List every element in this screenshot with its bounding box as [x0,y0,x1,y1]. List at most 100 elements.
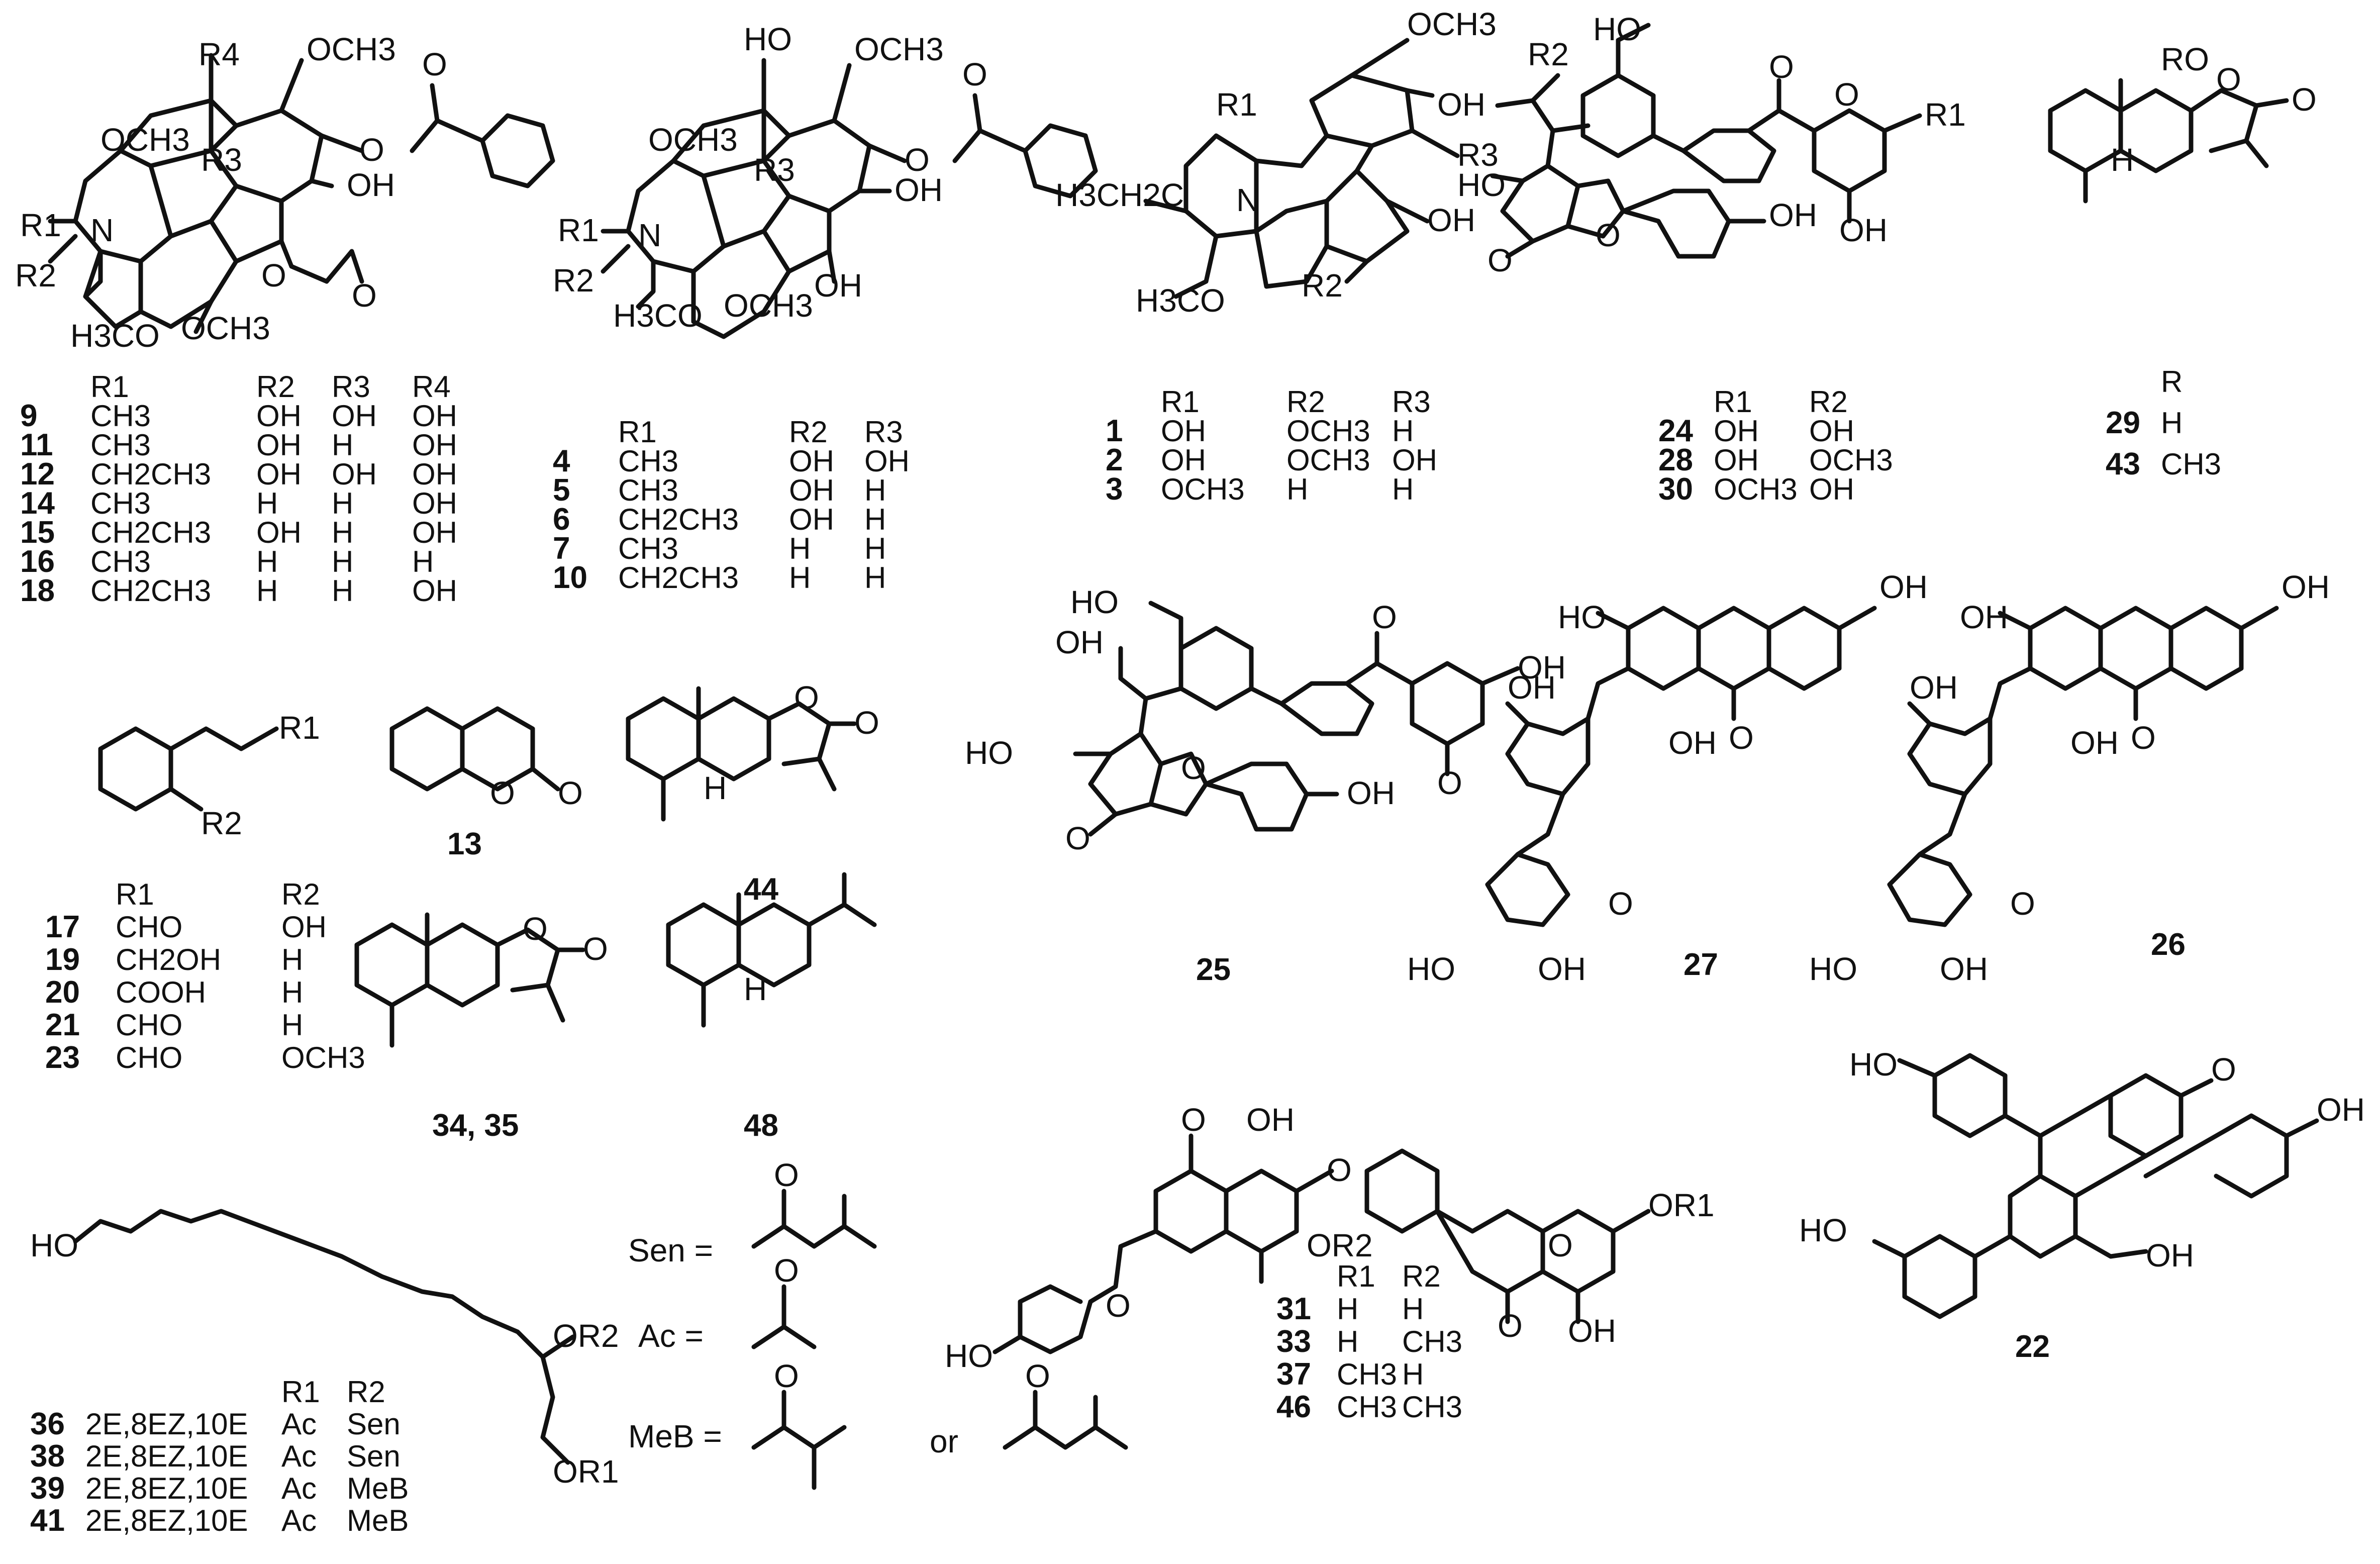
atom-oh: OH [1960,599,2008,635]
atom-ho2: HO [1407,951,1455,987]
compound-number: 5 [553,473,570,508]
atom-och3b: OCH3 [101,122,190,158]
atom-or1: OR1 [1648,1187,1715,1223]
compound-number: 11 [20,428,53,462]
structure-13-skeleton [389,706,560,792]
atom-ho: HO [1070,584,1119,620]
table-cell: CH3 [90,545,151,578]
atom-r1: R1 [20,207,61,243]
table-cell: Sen [347,1439,401,1473]
table-cell: H [789,532,811,565]
table-cell: CHO [116,1041,182,1074]
table-header: R2 [789,415,828,449]
compound-number: 19 [45,942,80,977]
atom-oh3: OH [2282,569,2330,605]
atom-och3b: OCH3 [648,122,738,158]
atom-r1: R1 [279,710,320,746]
table-cell: OH [1809,414,1854,448]
table-cell: OH [789,444,834,478]
table-cell: H [864,473,886,507]
table-cell: OH [864,444,910,478]
table-header: R3 [332,370,370,404]
label-48: 48 [744,1108,778,1143]
table-cell: H [2161,406,2183,440]
atom-oh: OH [1055,624,1104,660]
compound-number: 9 [20,399,37,433]
structure-1-skeleton [1143,38,1460,299]
structure-9-skeleton [48,53,555,334]
compound-number: 17 [45,910,80,944]
atom-oh: OH [1769,197,1817,233]
atom-ho2: HO [1799,1212,1847,1248]
table-cell: Sen [347,1407,401,1441]
compound-number: 4 [553,444,570,478]
sen-o: O [774,1157,799,1193]
atom-h3co: H3CO [70,318,160,354]
atom-ho: HO [30,1227,78,1263]
table-cell: CH2CH3 [618,503,739,536]
atom-oh2: OH [1568,1313,1616,1349]
table-cell: H [789,561,811,595]
table-cell: CH2CH3 [618,561,739,595]
atom-och3: OCH3 [307,31,396,67]
atom-o: O [905,142,930,178]
atom-o: O [1181,1102,1206,1138]
table-cell: OH [412,457,457,491]
table-cell: CHO [116,1008,182,1042]
atom-o2: O [1327,1152,1352,1188]
compound-number: 12 [20,457,55,492]
atom-oh: OH [1246,1102,1295,1138]
structure-13-atoms: O O [490,775,583,811]
table-cell: MeB [347,1504,409,1537]
atom-oh5: OH [1940,951,1988,987]
table-cell: H [332,545,353,578]
structure-26-atoms: OH OH OH O OH HO OH O [1809,569,2330,987]
structure-25-skeleton [1073,601,1520,837]
atom-o4: O [1834,76,1859,113]
atom-oh: OH [1437,86,1485,123]
table-cell: CH3 [90,399,151,433]
atom-och3: OCH3 [854,31,944,67]
table-cell: OCH3 [1714,472,1798,506]
atom-r1: R1 [1216,86,1257,123]
compound-number: 21 [45,1008,80,1042]
atom-o: O [2216,61,2241,97]
atom-ho2: HO [1457,167,1506,203]
compound-number: 14 [20,486,55,521]
table-header: R1 [1337,1259,1375,1293]
atom-r1: R1 [558,212,599,248]
table-cell: OCH3 [1286,414,1370,448]
label-22: 22 [2015,1329,2050,1364]
atom-ho2: HO [965,735,1013,771]
table-cell: CHO [116,910,182,944]
table-cell: 2E,8EZ,10E [85,1504,248,1537]
structure-36-atoms: HO OR2 OR1 [30,1227,619,1490]
atom-o: O [2211,1051,2236,1088]
table-header: R2 [1402,1259,1441,1293]
table-cell: OH [1714,414,1759,448]
table-cell: Ac [281,1439,317,1473]
structure-4-atoms: HO OCH3 OCH3 R3 OH OH R1 R2 N H3CO OCH3 … [553,21,987,334]
structure-24-atoms: HO R2 HO O O OH O R1 OH O [1457,11,1966,278]
atom-och3: OCH3 [1407,6,1497,42]
table-cell: OH [256,428,302,462]
sen-label: Sen = [628,1232,713,1268]
atom-oh2: OH [814,267,862,304]
table-header: R1 [90,370,129,404]
structure-44-skeleton [626,686,857,822]
atom-o4: O [352,277,377,314]
table-cell: OH [1809,472,1854,506]
compound-number: 43 [2106,447,2140,481]
atom-n: N [1236,182,1259,218]
table-cell: OH [1714,443,1759,477]
label-13: 13 [447,827,482,861]
structure-17-atoms: R1 R2 [201,710,320,841]
table-cell: OH [412,428,457,462]
structure-29-skeleton [2048,78,2289,204]
structure-27-atoms: HO OH OH O OH HO OH O [1407,569,1928,987]
atom-o: O [2131,720,2156,756]
